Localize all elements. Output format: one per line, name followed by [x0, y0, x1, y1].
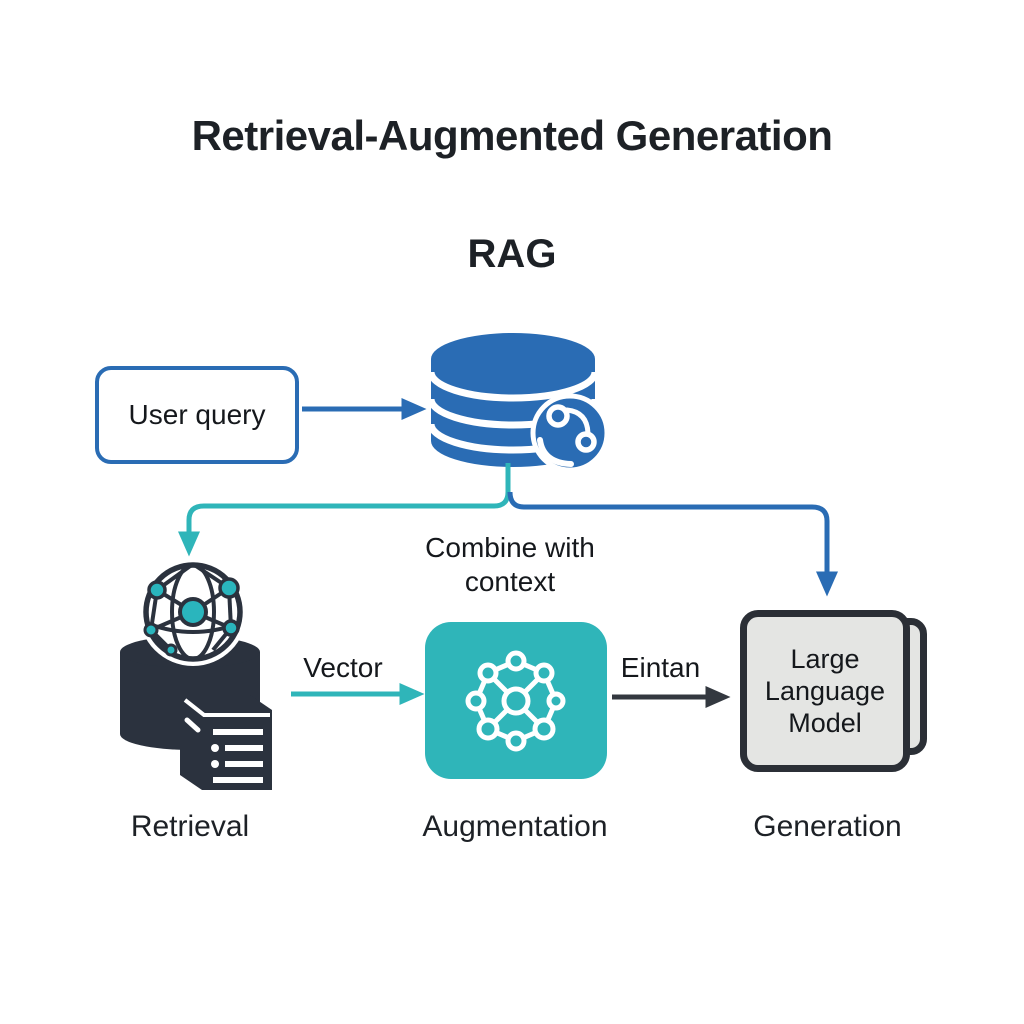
- diagram-subtitle: RAG: [467, 232, 557, 276]
- vector-edge-label: Vector: [303, 652, 383, 683]
- augmentation-node: [425, 622, 607, 779]
- server-box-icon: [180, 695, 272, 790]
- share-network-icon: [530, 393, 610, 473]
- combine-with-context-label: Combine with context: [425, 532, 595, 597]
- llm-label: Large Language Model: [764, 644, 886, 738]
- enhance-edge-label: Eintan: [620, 652, 701, 683]
- user-query-label: User query: [128, 399, 266, 430]
- globe-network-database-icon: [120, 558, 272, 790]
- diagram-title: Retrieval-Augmented Generation: [191, 112, 833, 159]
- augmentation-caption: Augmentation: [422, 810, 608, 843]
- generation-caption: Generation: [753, 810, 902, 843]
- molecule-network-icon: [465, 650, 566, 751]
- globe-network-icon: [139, 558, 247, 666]
- user-query-node: User query: [95, 366, 299, 464]
- retrieval-caption: Retrieval: [130, 810, 250, 843]
- llm-node: Large Language Model: [740, 610, 910, 772]
- database-icon: [427, 333, 610, 473]
